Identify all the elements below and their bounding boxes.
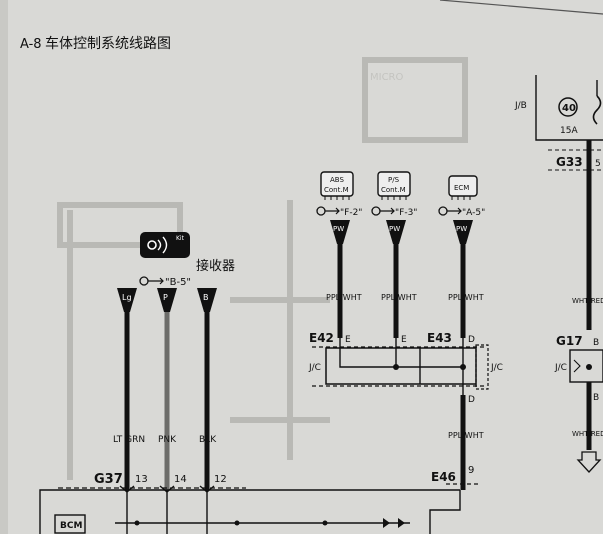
- wire-label-abs: PPL/WHT: [326, 293, 362, 302]
- svg-text:MICRO: MICRO: [370, 72, 404, 83]
- pin-tag-p: P: [163, 293, 168, 302]
- continue-arrow-icon: [576, 451, 602, 473]
- bcm-outline: [39, 489, 460, 534]
- diode-icon: [383, 518, 405, 528]
- module-ps-label2: Cont.M: [381, 186, 406, 194]
- bcm-internal-leads: [126, 490, 208, 534]
- module-abs: ABS Cont.M: [320, 171, 354, 200]
- receiver-ref: "B-5": [139, 276, 191, 288]
- wire-label-blk: BLK: [199, 435, 217, 445]
- show-through: MICRO: [57, 57, 468, 480]
- receiver-pin-p: P: [157, 288, 177, 312]
- module-abs-label2: Cont.M: [324, 186, 349, 194]
- module-ecm-pin-tag: PW: [456, 225, 467, 233]
- page-binding: [0, 0, 8, 534]
- pin-tag-b: B: [203, 293, 209, 302]
- module-ps-pin-tag: PW: [389, 225, 400, 233]
- jb-outline: [535, 75, 603, 141]
- jc-pin-d-bottom: D: [468, 395, 475, 405]
- module-ecm: ECM: [448, 175, 478, 200]
- title-code: A-8: [20, 37, 42, 52]
- jc-node-1: [393, 364, 399, 370]
- module-ps-label1: P/S: [388, 176, 400, 184]
- module-abs-ref: "F-2": [316, 206, 362, 218]
- g17-switch-icon: [573, 359, 581, 373]
- jc-bus: [339, 338, 463, 368]
- fuse-number: 40: [562, 103, 576, 114]
- bcm-label-box: [54, 514, 86, 534]
- signal-waves-icon: [157, 236, 168, 254]
- module-abs-pin: PW: [330, 220, 350, 244]
- g37-pin-14: 14: [174, 474, 187, 485]
- connector-e42: E42: [309, 331, 334, 345]
- receiver-pin-b: B: [197, 288, 217, 312]
- bcm-node-2: [234, 520, 240, 526]
- g37-pin-12: 12: [214, 474, 227, 485]
- module-abs-pin-tag: PW: [333, 225, 344, 233]
- jb-label: J/B: [514, 101, 527, 111]
- wire-label-wht-red-upper: WHT/RED: [572, 297, 603, 305]
- wire-label-wht-red-lower: WHT/RED: [572, 430, 603, 438]
- jc-right-label: J/C: [490, 363, 503, 373]
- bcm-label: BCM: [60, 521, 82, 531]
- bcm-node-3: [322, 520, 328, 526]
- key-icon: [140, 232, 190, 258]
- module-ecm-label1: ECM: [454, 184, 469, 192]
- wire-label-pnk: PNK: [158, 435, 177, 445]
- g17-pin-b: B: [593, 393, 599, 403]
- wire-label-lt-grn: LT GRN: [113, 435, 145, 445]
- page-title: 车体控制系统线路图: [45, 35, 171, 52]
- module-ps-pin: PW: [386, 220, 406, 244]
- connector-g17: G17: [556, 334, 583, 348]
- g17-node: [586, 364, 592, 370]
- module-ecm-ref-text: "A-5": [462, 208, 485, 218]
- receiver-pin-lg: Lg: [117, 288, 137, 312]
- module-ps-ref-text: "F-3": [395, 208, 417, 218]
- wire-label-e46: PPL/WHT: [448, 431, 484, 440]
- pin-tag-lg: Lg: [122, 293, 132, 302]
- jc-pin-d-top: D: [468, 335, 475, 345]
- wire-label-ps: PPL/WHT: [381, 293, 417, 302]
- bcm-outline-right: [429, 490, 461, 534]
- jc-pin-e-1: E: [345, 335, 351, 345]
- g17-jc-label: J/C: [554, 363, 567, 373]
- g33-dash: [548, 149, 603, 171]
- fuse-rating: 15A: [560, 126, 578, 136]
- module-ps-ref: "F-3": [371, 206, 417, 218]
- fuse-number-circle: [558, 97, 578, 117]
- e46-pin-9: 9: [468, 465, 474, 476]
- module-abs-label1: ABS: [330, 176, 344, 184]
- fuse-icon: [592, 95, 602, 125]
- wire-label-ecm: PPL/WHT: [448, 293, 484, 302]
- module-ecm-pin: PW: [453, 220, 473, 244]
- bcm-node-1: [134, 520, 140, 526]
- g37-pin-13: 13: [135, 474, 148, 485]
- connector-e46: E46: [431, 470, 456, 484]
- receiver-label: 接收器: [196, 258, 235, 274]
- module-ps: P/S Cont.M: [377, 171, 411, 200]
- connector-e43: E43: [427, 331, 452, 345]
- connector-g37: G37: [94, 472, 123, 487]
- jc-pin-e-2: E: [401, 335, 407, 345]
- g17-pin-a: B: [593, 338, 599, 348]
- g33-pin: 5: [595, 159, 601, 169]
- key-tag: Kit: [176, 235, 185, 242]
- module-ecm-ref: "A-5": [438, 206, 485, 218]
- jc-left-label: J/C: [308, 363, 321, 373]
- page-edge: [439, 0, 603, 15]
- jc-node-2: [460, 364, 466, 370]
- receiver-ref-text: "B-5": [165, 277, 191, 288]
- key-icon-head: [147, 240, 157, 250]
- module-abs-ref-text: "F-2": [340, 208, 362, 218]
- jc-box-side: [475, 344, 489, 390]
- connector-g33: G33: [556, 155, 583, 169]
